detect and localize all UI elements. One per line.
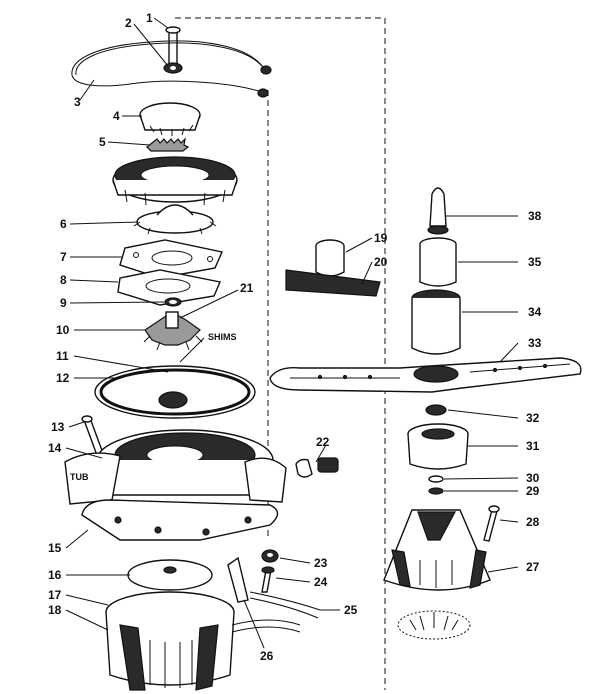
callout-22: 22	[316, 435, 330, 449]
part-15-mounting-plate	[81, 499, 279, 541]
part-38-tower-tip	[427, 187, 449, 235]
part-30-washer	[428, 475, 444, 483]
callout-7: 7	[60, 250, 67, 264]
callout-27: 27	[526, 560, 540, 574]
shims-label: SHIMS	[208, 332, 237, 342]
part-5-small-gear	[146, 137, 190, 152]
callout-10: 10	[56, 323, 70, 337]
part-26-bracket	[227, 556, 321, 619]
part-28-screw	[483, 505, 500, 542]
filter-housing-ring	[112, 156, 238, 206]
callout-17: 17	[48, 588, 62, 602]
callout-26: 26	[260, 649, 274, 663]
callout-35: 35	[528, 255, 542, 269]
callout-labels: 1 2 3 4 5 6 7 8 9 10 11 12 13 14 15 16 1…	[48, 11, 542, 663]
part-31-hub	[407, 423, 469, 470]
callout-3: 3	[74, 95, 81, 109]
part-35-tube	[419, 237, 457, 287]
callout-23: 23	[314, 556, 328, 570]
part-27-chopper-assembly	[383, 509, 491, 640]
callout-29: 29	[526, 484, 540, 498]
callout-33: 33	[528, 336, 542, 350]
callout-31: 31	[526, 439, 540, 453]
part-4-cover-disc	[139, 102, 201, 136]
callout-20: 20	[374, 255, 388, 269]
callout-12: 12	[56, 371, 70, 385]
part-1-screw	[165, 26, 181, 65]
callout-5: 5	[99, 135, 106, 149]
part-9-o-ring	[164, 297, 182, 307]
part-22-clip	[295, 457, 339, 478]
part-12-sump-gasket	[94, 365, 256, 419]
part-32-nut	[425, 404, 447, 416]
part-24-screw	[261, 566, 275, 593]
part-7-plate	[119, 239, 223, 279]
callout-15: 15	[48, 541, 62, 555]
part-18-motor	[105, 591, 301, 691]
part-20-bracket	[285, 269, 381, 297]
part-33-lower-spray-arm	[269, 357, 582, 393]
callout-16: 16	[48, 568, 62, 582]
tub-section	[64, 452, 287, 505]
callout-34: 34	[528, 305, 542, 319]
part-14-sump	[96, 429, 274, 496]
callout-4: 4	[113, 109, 120, 123]
callout-21: 21	[240, 281, 254, 295]
callout-18: 18	[48, 603, 62, 617]
part-23-grommet	[261, 549, 279, 563]
callout-25: 25	[344, 603, 358, 617]
tub-label: TUB	[70, 472, 89, 482]
part-10-impeller	[143, 311, 203, 351]
part-34-tube	[411, 289, 461, 355]
part-19-coupler	[315, 239, 345, 277]
part-16-motor-cover-disc	[127, 559, 213, 591]
callout-9: 9	[60, 296, 67, 310]
callout-19: 19	[374, 231, 388, 245]
callout-8: 8	[60, 273, 67, 287]
callout-2: 2	[125, 16, 132, 30]
callout-6: 6	[60, 217, 67, 231]
part-8-gasket	[117, 269, 221, 306]
callout-32: 32	[526, 411, 540, 425]
callout-24: 24	[314, 575, 328, 589]
part-6-pump-cover	[133, 204, 217, 235]
part-13-screw	[81, 415, 105, 459]
callout-11: 11	[56, 349, 69, 363]
callout-14: 14	[48, 441, 62, 455]
assembly-guide-lines	[175, 17, 386, 690]
callout-38: 38	[528, 209, 542, 223]
part-2-washer	[163, 62, 183, 74]
callout-13: 13	[51, 420, 65, 434]
leader-lines	[65, 17, 519, 649]
callout-28: 28	[526, 515, 540, 529]
part-29-washer	[428, 487, 444, 495]
callout-30: 30	[526, 471, 540, 485]
callout-1: 1	[146, 11, 153, 25]
